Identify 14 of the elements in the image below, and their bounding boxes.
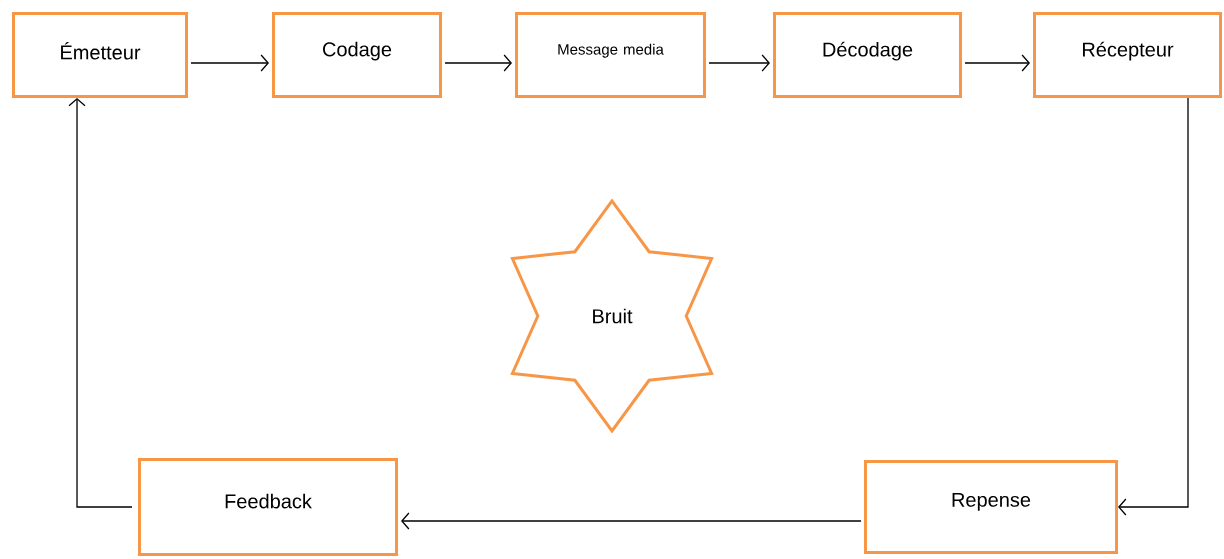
arrow	[1118, 97, 1189, 516]
arrow	[964, 54, 1030, 72]
arrow	[401, 512, 862, 530]
process-box: Émetteur	[12, 12, 188, 98]
process-box: Récepteur	[1033, 12, 1222, 98]
arrow	[708, 54, 770, 72]
process-box: Codage	[272, 12, 442, 98]
arrow	[68, 98, 133, 508]
arrow	[444, 54, 512, 72]
process-box: Repense	[864, 460, 1118, 554]
process-box: Message media	[515, 12, 706, 98]
process-box: Feedback	[138, 458, 398, 556]
arrow	[190, 54, 269, 72]
process-box: Décodage	[773, 12, 962, 98]
